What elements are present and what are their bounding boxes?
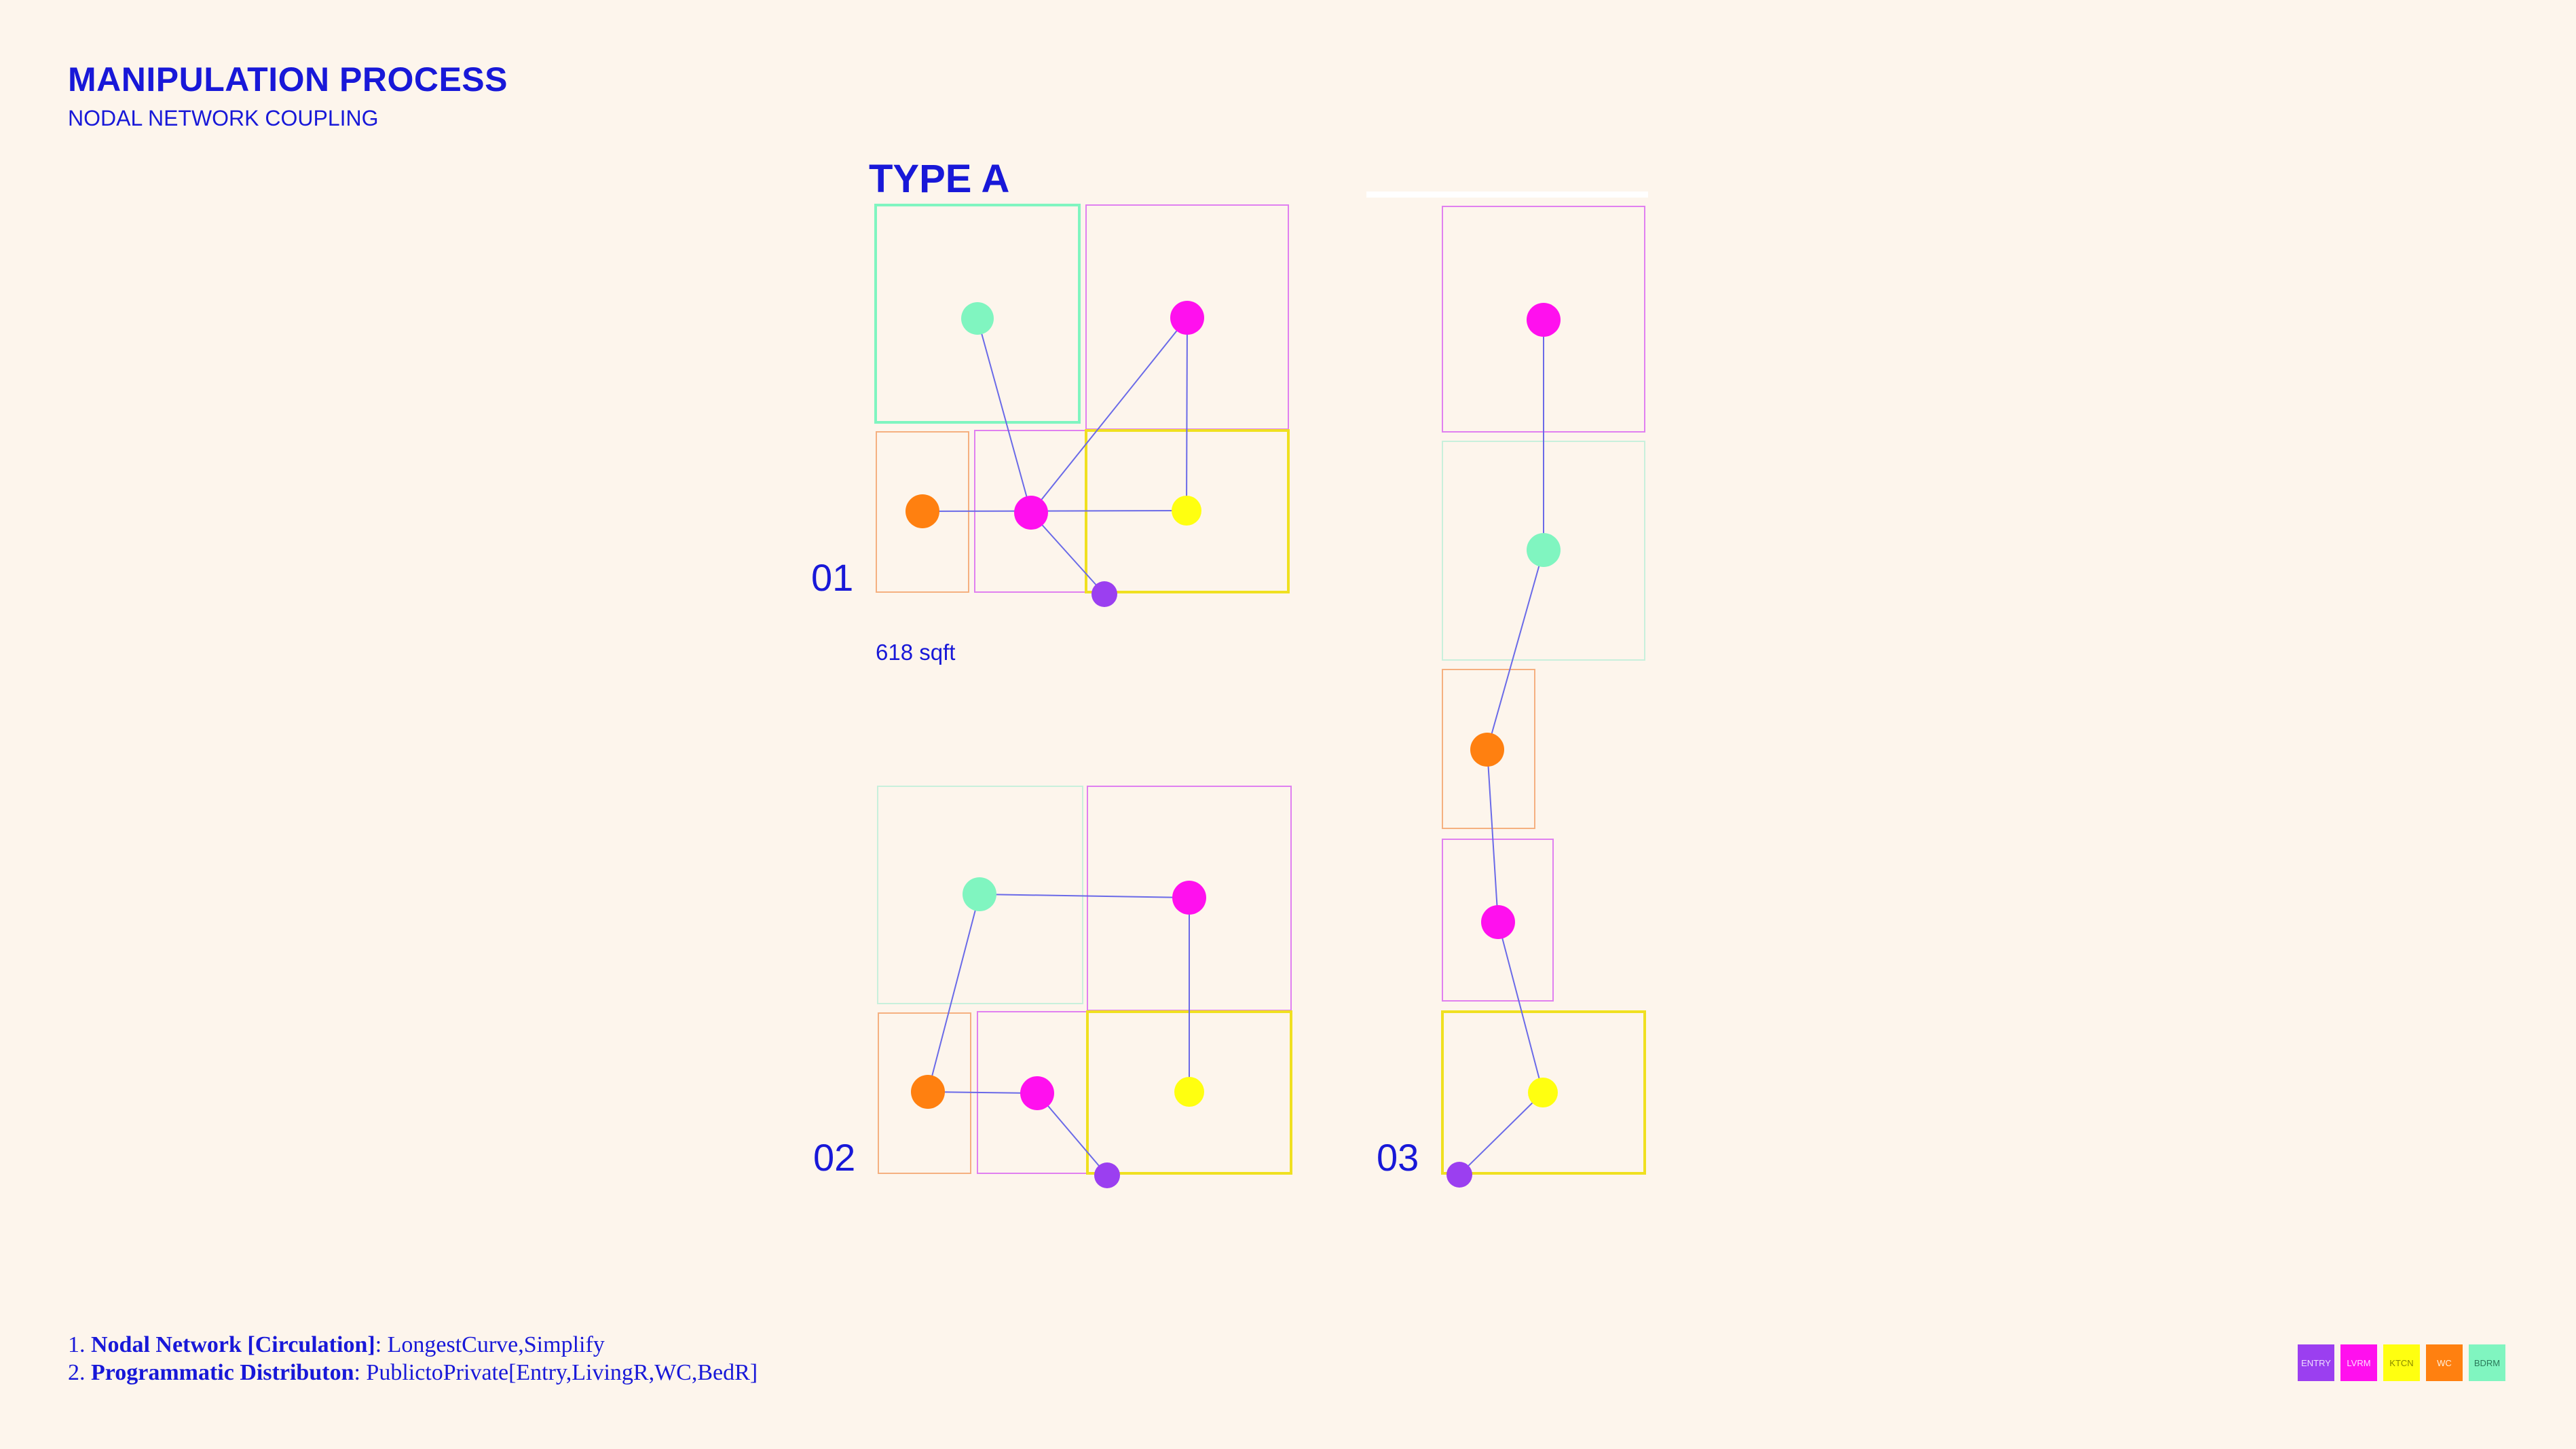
legend-entry: ENTRY (2298, 1344, 2334, 1381)
node-entry (1446, 1162, 1472, 1188)
node-living-2 (1020, 1076, 1054, 1110)
diagram-label-01: 01 (811, 556, 854, 599)
legend-bedroom: BDRM (2469, 1344, 2505, 1381)
node-living-2 (1481, 905, 1515, 939)
note-heading: Programmatic Distributon (91, 1360, 354, 1385)
circulation-edges (927, 894, 1190, 1176)
diagram-02 (877, 786, 1292, 1188)
diagram-label-02: 02 (813, 1136, 856, 1179)
node-living (1170, 301, 1204, 335)
node-kitchen (1528, 1078, 1558, 1107)
note-heading: Nodal Network [Circulation] (91, 1332, 375, 1357)
node-kitchen (1174, 1077, 1204, 1107)
room-wc (1442, 669, 1535, 829)
room-living-2 (1442, 839, 1554, 1002)
legend-kitchen: KTCN (2383, 1344, 2420, 1381)
note-2: 2. Programmatic Distributon: PublictoPri… (68, 1359, 758, 1387)
page-title: MANIPULATION PROCESS (68, 60, 508, 98)
legend: ENTRY LVRM KTCN WC BDRM (2298, 1344, 2505, 1381)
page-subtitle: NODAL NETWORK COUPLING (68, 106, 379, 130)
diagram-01 (874, 204, 1290, 607)
node-entry (1094, 1162, 1120, 1188)
node-living (1172, 881, 1206, 915)
node-wc (911, 1075, 945, 1109)
circulation-edges (922, 317, 1188, 595)
node-bedroom (961, 302, 994, 335)
note-1: 1. Nodal Network [Circulation]: LongestC… (68, 1331, 758, 1359)
node-living-2 (1014, 496, 1048, 530)
circulation-edges (1459, 320, 1544, 1175)
diagram-03 (1441, 206, 1646, 1188)
note-number: 1. (68, 1332, 86, 1357)
node-living (1527, 303, 1561, 337)
node-entry (1091, 581, 1117, 607)
room-bedroom (877, 786, 1083, 1004)
type-label: TYPE A (869, 157, 1010, 201)
room-wc (876, 431, 969, 593)
notes: 1. Nodal Network [Circulation]: LongestC… (68, 1331, 758, 1387)
room-kitchen (1441, 1010, 1646, 1175)
room-bedroom (874, 204, 1081, 424)
node-bedroom (963, 877, 996, 911)
node-wc (906, 494, 939, 528)
header-bar (1366, 191, 1648, 198)
legend-wc: WC (2426, 1344, 2463, 1381)
diagram-label-03: 03 (1377, 1136, 1419, 1179)
note-text: : PublictoPrivate[Entry,LivingR,WC,BedR] (354, 1360, 758, 1385)
area-label: 618 sqft (876, 640, 956, 665)
legend-living-room: LVRM (2340, 1344, 2377, 1381)
note-number: 2. (68, 1360, 86, 1385)
room-wc (878, 1012, 971, 1174)
note-text: : LongestCurve,Simplify (375, 1332, 605, 1357)
node-bedroom (1527, 533, 1561, 567)
node-wc (1470, 733, 1504, 767)
node-kitchen (1172, 496, 1201, 526)
